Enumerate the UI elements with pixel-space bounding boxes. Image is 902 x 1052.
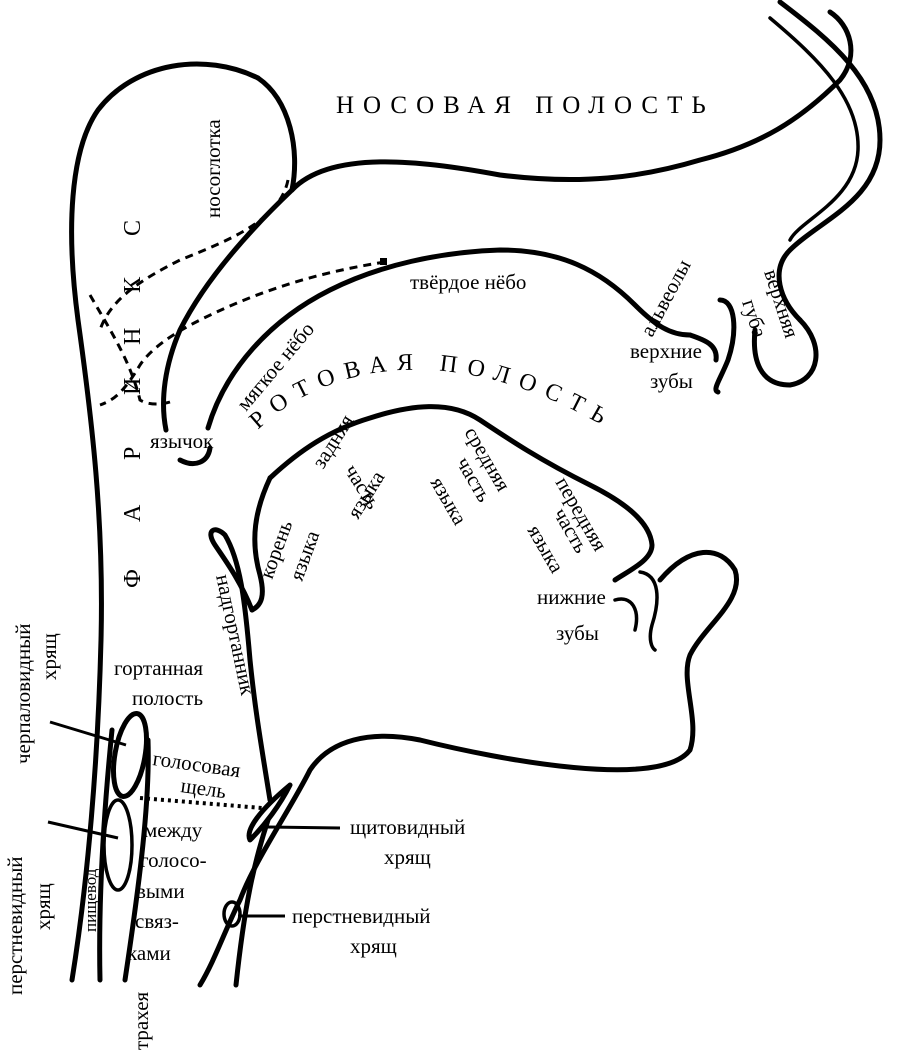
larynx-right-wall	[122, 737, 151, 983]
soft-palate-dashed	[88, 294, 171, 406]
tongue-surface	[267, 404, 655, 583]
thyroid-cartilage-shape	[246, 782, 293, 843]
anatomy-outline	[69, 0, 883, 988]
pharynx-letter-6: С	[120, 220, 146, 236]
epiglottis-label: надгортанник	[211, 572, 260, 698]
laryngeal-cavity-line2: полость	[132, 686, 203, 710]
pharynx-label: Ф А Р И Н К С	[120, 220, 146, 588]
between-folds-line5: ками	[127, 941, 171, 965]
pharynx-letter-3: И	[120, 378, 146, 395]
arytenoid-cartilage	[111, 711, 149, 799]
upper-lip-label-line2: губа	[737, 296, 772, 341]
larynx-inner-ellipse	[102, 798, 134, 892]
esophagus-label: пищевод	[81, 868, 100, 932]
cricoid-left-pointer	[47, 820, 119, 840]
between-folds-line4: связ-	[135, 909, 179, 933]
trachea-right-wall	[233, 817, 271, 988]
nasopharynx-dashed	[98, 179, 290, 331]
pharynx-letter-4: Н	[120, 328, 146, 345]
labels: НОСОВАЯ ПОЛОСТЬ носоглотка Ф А Р И Н К С…	[3, 92, 804, 1050]
cricoid-right-label-line1: перстневидный	[292, 904, 431, 928]
laryngeal-cavity-line1: гортанная	[114, 656, 203, 680]
thyroid-label-line2: хрящ	[384, 845, 431, 869]
velum-marker	[380, 258, 387, 265]
cricoid-left-label-line2: хрящ	[31, 883, 55, 930]
cricoid-right-label-line2: хрящ	[350, 934, 397, 958]
upper-teeth-label-line1: верхние	[630, 339, 702, 363]
upper-teeth-label-line2: зубы	[650, 369, 693, 393]
oral-cavity-text: РОТОВАЯ ПОЛОСТЬ	[245, 350, 610, 435]
arytenoid-pointer	[49, 720, 127, 747]
arytenoid-label-line2: хрящ	[37, 633, 61, 680]
pharynx-letter-1: А	[120, 504, 146, 522]
nasal-cavity-roof	[255, 9, 854, 193]
pointer-lines	[47, 720, 341, 918]
pharynx-letter-0: Ф	[120, 569, 146, 588]
cricoid-left-label-line1: перстневидный	[3, 856, 27, 995]
trachea-label: трахея	[129, 991, 153, 1050]
thyroid-label-line1: щитовидный	[350, 815, 465, 839]
uvula-label: язычок	[150, 429, 214, 453]
thyroid-pointer	[267, 825, 341, 830]
upper-teeth-outline	[687, 297, 737, 395]
nasopharynx-label: носоглотка	[201, 119, 225, 218]
pharynx-letter-2: Р	[120, 447, 146, 460]
nose-outline	[776, 0, 883, 323]
lower-teeth-label-line2: зубы	[556, 621, 599, 645]
tongue-root	[249, 475, 273, 613]
velum-raised-dashed	[99, 260, 386, 407]
between-folds-line2: голосо-	[140, 848, 207, 872]
nasal-cavity-label: НОСОВАЯ ПОЛОСТЬ	[336, 92, 715, 119]
glottis-label-line2: щель	[179, 773, 227, 803]
epiglottis-outline	[208, 527, 273, 803]
palate-line	[205, 247, 693, 431]
pharynx-letter-5: К	[120, 276, 146, 293]
chin-outline	[197, 549, 740, 988]
nose-inner	[768, 16, 860, 242]
arytenoid-label-line1: черпаловидный	[11, 623, 35, 764]
upper-lip-outline	[751, 317, 819, 388]
oral-cavity-label: РОТОВАЯ ПОЛОСТЬ	[245, 350, 620, 435]
pharynx-front-wall	[161, 187, 295, 433]
cricoid-cartilage-shape	[222, 900, 242, 928]
between-folds-line3: выми	[136, 879, 185, 903]
lower-teeth-label-line1: нижние	[537, 585, 606, 609]
between-folds-line1: между	[144, 818, 203, 842]
pharynx-back-wall	[69, 61, 261, 983]
hard-palate-label: твёрдое нёбо	[410, 270, 526, 294]
uvula-shape	[177, 445, 213, 466]
lower-teeth-outline	[613, 570, 659, 652]
dashed-outlines	[88, 179, 387, 810]
